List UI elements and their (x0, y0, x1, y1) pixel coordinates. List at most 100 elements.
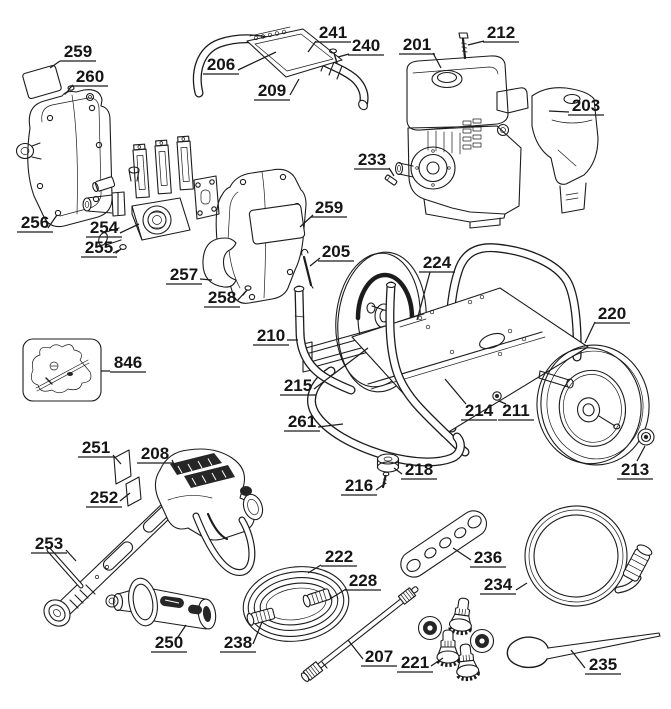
pump-label-sticker-left (22, 64, 62, 100)
callout-label: 233 (358, 150, 386, 169)
callout-258: 258 (204, 288, 247, 308)
callout-846: 846 (101, 353, 146, 373)
engine-cover-drawing (531, 87, 599, 214)
callout-label: 218 (405, 460, 433, 479)
callout-222: 222 (307, 547, 357, 574)
screw-255-drawing (115, 244, 127, 254)
handle-grip-tube-drawing (293, 286, 351, 390)
callout-215: 215 (280, 347, 369, 396)
callout-221: 221 (397, 653, 444, 673)
callout-257: 257 (166, 265, 213, 285)
callout-label: 210 (257, 326, 285, 345)
callout-253: 253 (31, 534, 77, 562)
callout-label: 251 (82, 438, 110, 457)
callout-236: 236 (452, 547, 506, 568)
callout-label: 222 (325, 547, 353, 566)
hose-coil-drawing (242, 566, 350, 642)
spray-wand-drawing (300, 586, 419, 682)
callout-216: 216 (341, 476, 387, 496)
callout-206: 206 (203, 51, 277, 75)
callout-label: 241 (319, 23, 347, 42)
callout-220: 220 (584, 304, 630, 344)
callout-label: 258 (208, 288, 236, 307)
pump-housing-right-drawing (202, 168, 307, 304)
handle-pin-drawing (301, 248, 314, 289)
callout-259-right: 259 (299, 198, 347, 228)
callout-250: 250 (151, 624, 187, 653)
hose-fitting-228-drawing (302, 588, 332, 608)
callout-label: 209 (258, 81, 286, 100)
key-233-drawing (384, 174, 398, 186)
callout-261: 261 (284, 412, 344, 432)
callout-label: 257 (170, 265, 198, 284)
callout-label: 211 (502, 401, 529, 420)
bolt-212-drawing (458, 32, 469, 60)
callout-252: 252 (86, 488, 131, 508)
callout-235: 235 (570, 649, 621, 675)
callout-212: 212 (467, 23, 519, 46)
callout-label: 259 (64, 42, 92, 61)
callout-label: 228 (349, 571, 377, 590)
callout-233: 233 (354, 150, 395, 177)
callout-label: 201 (403, 35, 431, 54)
pump-housing-left-drawing (15, 89, 113, 228)
callout-259-left: 259 (49, 42, 96, 69)
callout-label: 216 (345, 476, 373, 495)
callout-211: 211 (498, 400, 534, 421)
callout-label: 224 (423, 253, 452, 272)
callout-label: 212 (487, 23, 515, 42)
spray-gun-drawing (43, 448, 264, 627)
callout-208: 208 (137, 444, 179, 474)
screw-240-drawing (328, 48, 338, 64)
callout-label: 215 (284, 376, 312, 395)
callout-207: 207 (347, 639, 397, 667)
callout-241: 241 (307, 23, 351, 53)
callout-label: 234 (484, 575, 513, 594)
callout-label: 252 (90, 488, 118, 507)
handle-panel-assembly-drawing (197, 26, 369, 111)
callout-210: 210 (253, 326, 298, 346)
callout-label: 213 (621, 460, 649, 479)
gun-sticker-252-drawing (125, 476, 142, 507)
callout-224: 224 (416, 253, 455, 321)
callout-label: 846 (114, 353, 142, 372)
callout-label: 259 (315, 198, 343, 217)
callout-label: 238 (224, 633, 252, 652)
nozzle-set-drawing (417, 594, 495, 683)
callout-240: 240 (337, 36, 384, 58)
callout-label: 214 (465, 401, 494, 420)
callout-label: 261 (288, 412, 316, 431)
callout-255: 255 (81, 238, 120, 258)
wire-tool-drawing (506, 632, 661, 669)
callout-label: 260 (76, 67, 104, 86)
callout-205: 205 (309, 242, 354, 267)
callout-228: 228 (329, 571, 381, 600)
callout-214: 214 (444, 378, 497, 421)
bolt-211-drawing (492, 391, 502, 401)
callout-label: 206 (207, 55, 235, 74)
callout-254: 254 (86, 218, 140, 238)
callout-238: 238 (220, 621, 263, 653)
foot-pad-drawing (376, 453, 400, 473)
callout-label: 255 (85, 238, 113, 257)
gun-sticker-251-drawing (113, 449, 132, 485)
callout-213: 213 (617, 445, 653, 480)
callout-203: 203 (548, 96, 604, 116)
callout-label: 253 (35, 534, 63, 553)
callout-label: 240 (352, 36, 380, 55)
nozzle-plate-drawing (400, 510, 488, 578)
callout-label: 203 (572, 96, 600, 115)
callout-218: 218 (393, 460, 437, 480)
callout-label: 250 (155, 633, 183, 652)
callout-label: 220 (598, 304, 626, 323)
pump-assembly-drawing (82, 135, 220, 246)
grip-handle-drawing (105, 577, 217, 630)
hose-fitting-238-drawing (246, 607, 276, 626)
rod-253-drawing (49, 550, 81, 586)
callout-260: 260 (68, 67, 108, 90)
front-wheel-drawing (536, 344, 650, 466)
wheel-nut-drawing (637, 428, 655, 446)
callout-label: 205 (322, 242, 350, 261)
